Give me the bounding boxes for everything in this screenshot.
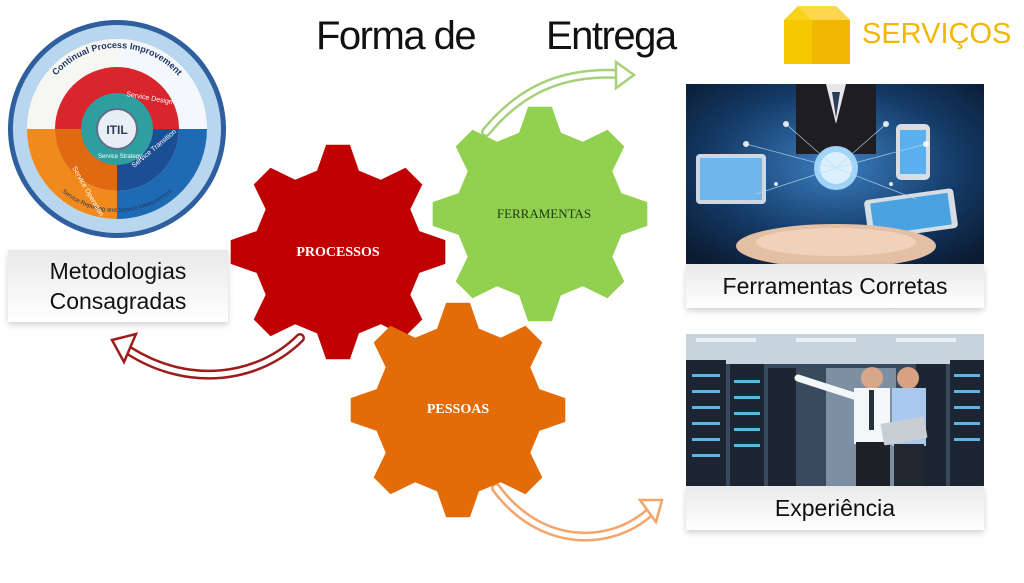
svg-text:ITIL: ITIL (106, 123, 127, 137)
svg-text:Service Strategy: Service Strategy (98, 154, 142, 160)
gear-ferramentas-label: FERRAMENTAS (497, 206, 591, 221)
caption-metodologias: Metodologias Consagradas (8, 250, 228, 322)
server-room-photo (686, 334, 984, 486)
arrowhead-pessoas (637, 498, 664, 525)
gear-ferramentas (432, 106, 648, 322)
gear-processos-label: PROCESSOS (296, 245, 379, 260)
title-forma-de: Forma de (316, 14, 477, 58)
caption-metodologias-line2: Consagradas (49, 288, 187, 314)
brand-label: SERVIÇOS (862, 18, 1012, 50)
gear-orange-shape (350, 302, 566, 518)
caption-ferramentas-corretas: Ferramentas Corretas (686, 264, 984, 308)
arrowhead-ferramentas (614, 59, 637, 91)
itil-wheel-icon: ITIL Continual Process Improvement Servi… (8, 20, 226, 238)
gear-red-shape (230, 144, 446, 360)
gear-pessoas-label: PESSOAS (427, 402, 489, 417)
arrowhead-processos (110, 332, 139, 365)
gear-processos (230, 144, 446, 360)
caption-experiencia: Experiência (686, 486, 984, 530)
caption-metodologias-line1: Metodologias (49, 258, 187, 284)
gear-green-shape (432, 106, 648, 322)
title-entrega: Entrega (546, 14, 677, 58)
cube-icon (784, 6, 850, 64)
gear-pessoas (350, 302, 566, 518)
cloud-devices-photo (686, 84, 984, 264)
